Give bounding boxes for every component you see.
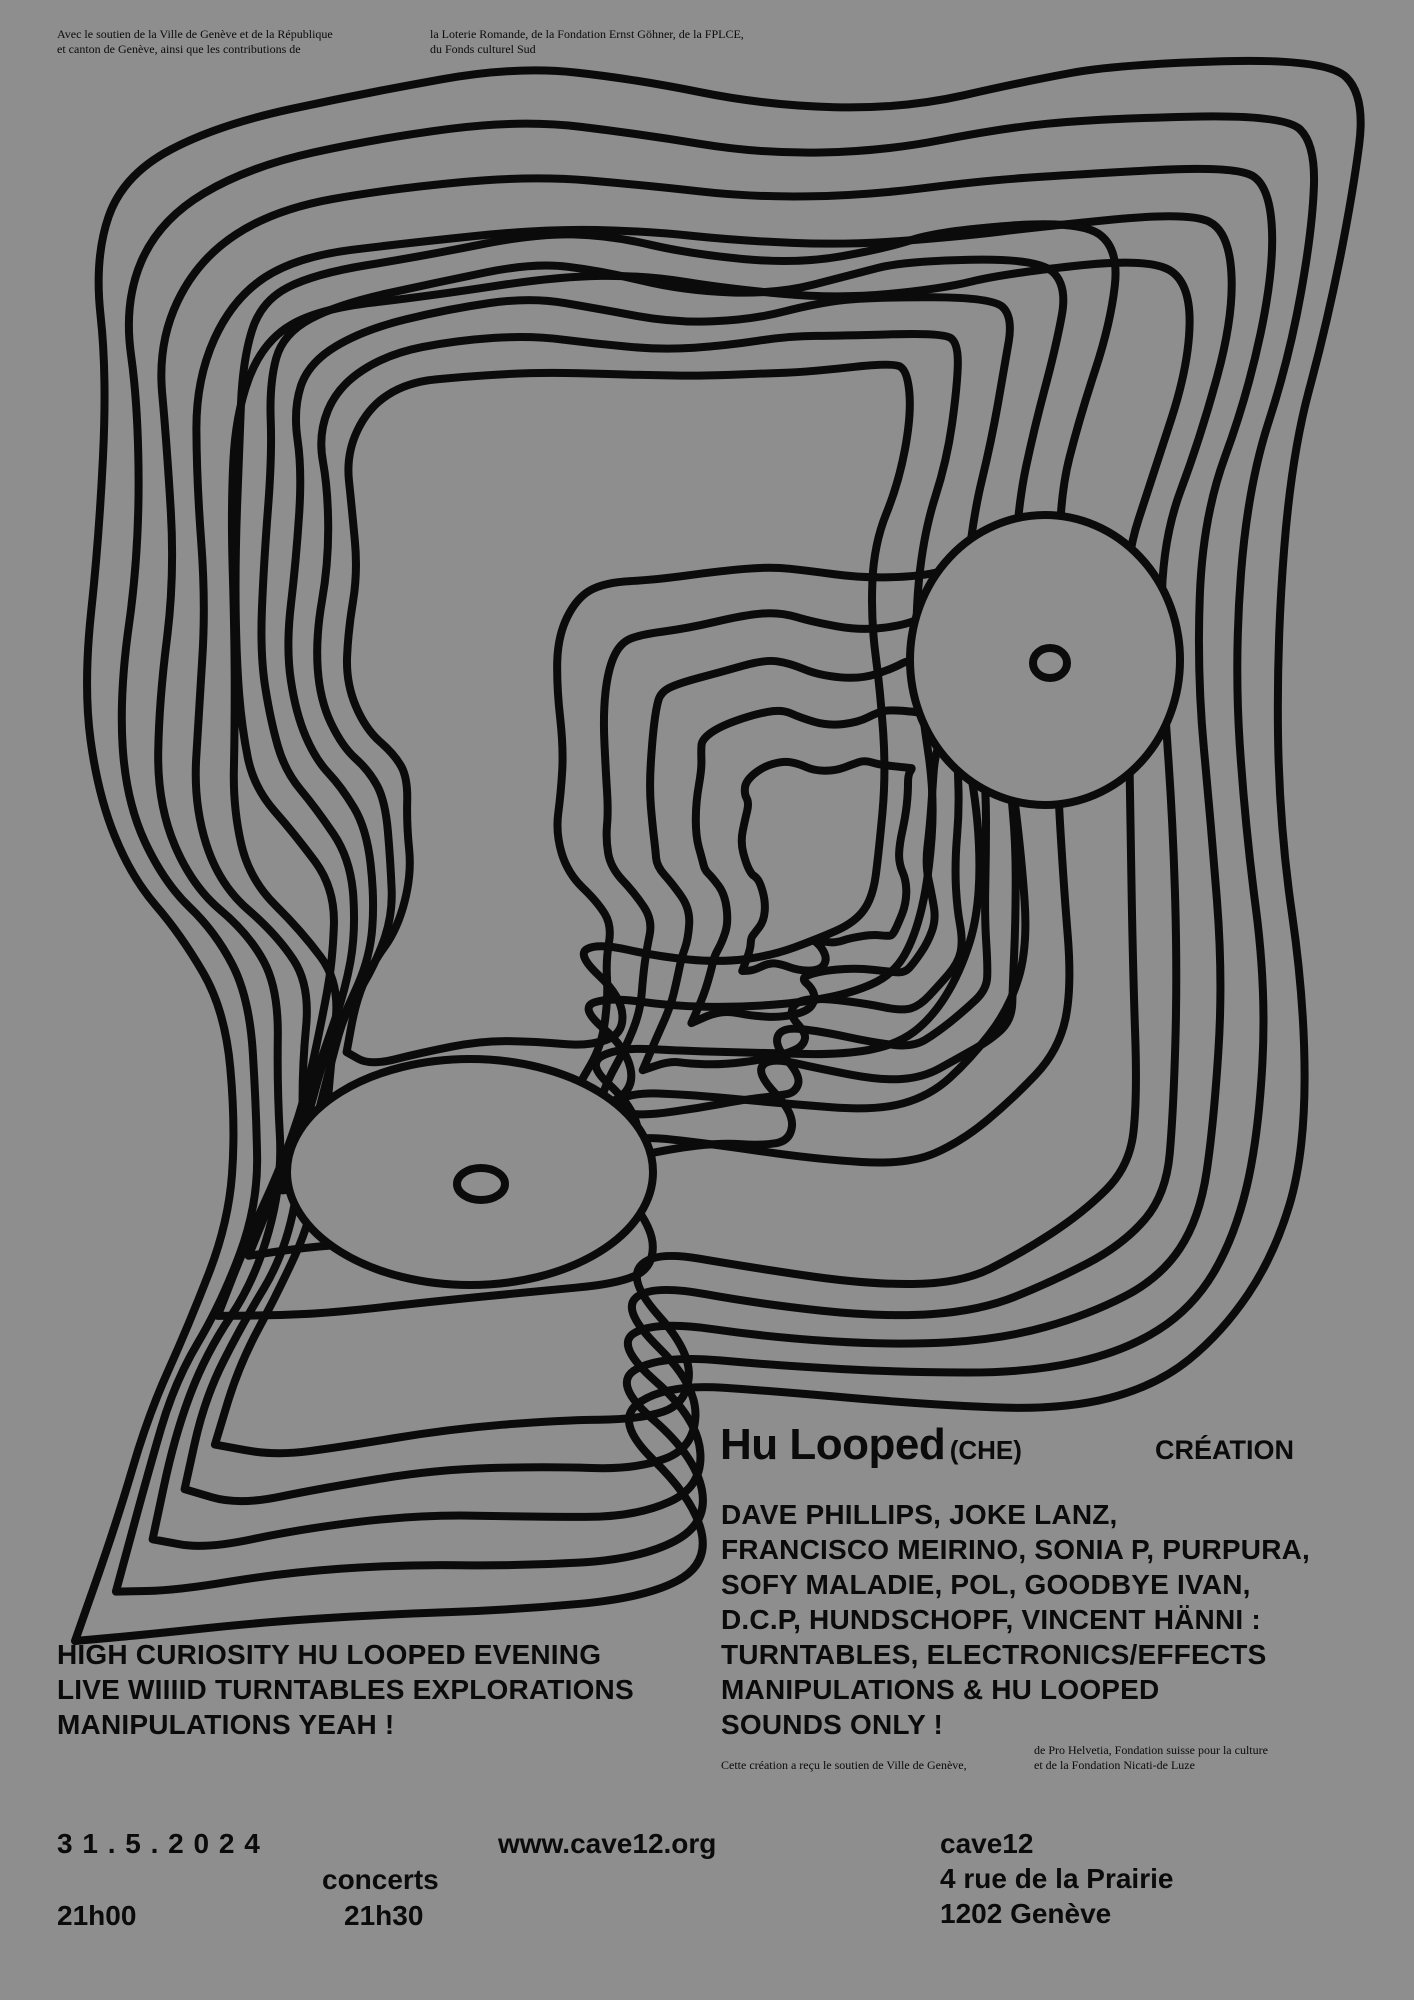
event-country: (CHE) — [949, 1435, 1022, 1465]
event-title-row: Hu Looped (CHE) — [720, 1420, 1022, 1470]
lineup-line: DAVE PHILLIPS, JOKE LANZ, — [721, 1499, 1118, 1530]
lineup-line: SOFY MALADIE, POL, GOODBYE IVAN, — [721, 1569, 1251, 1600]
lineup-line: MANIPULATIONS & HU LOOPED — [721, 1674, 1160, 1705]
venue-name: cave12 — [940, 1828, 1034, 1859]
contour-line — [342, 360, 914, 1067]
event-title: Hu Looped — [720, 1420, 946, 1469]
contour-line — [737, 757, 916, 975]
contour-line — [312, 329, 962, 1128]
event-tag: CRÉATION — [1155, 1435, 1294, 1465]
contour-line — [111, 112, 1319, 1596]
concerts-time: 21h30 — [344, 1900, 424, 1931]
venue-street: 4 rue de la Prairie — [940, 1863, 1174, 1894]
event-date: 3 1 . 5 . 2 0 2 4 — [57, 1828, 261, 1859]
lineup: DAVE PHILLIPS, JOKE LANZ, FRANCISCO MEIR… — [721, 1497, 1310, 1742]
lineup-line: FRANCISCO MEIRINO, SONIA P, PURPURA, — [721, 1534, 1311, 1565]
website-link[interactable]: www.cave12.org — [498, 1828, 717, 1859]
credits-top-right: la Loterie Romande, de la Fondation Erns… — [430, 27, 744, 56]
venue-address: cave12 4 rue de la Prairie 1202 Genève — [940, 1826, 1173, 1931]
tagline-line: HIGH CURIOSITY HU LOOPED EVENING — [57, 1639, 602, 1670]
credits-bottom-left: Cette création a reçu le soutien de Vill… — [721, 1758, 967, 1772]
contour-line — [180, 212, 1236, 1506]
record-right-spindle — [1029, 644, 1071, 682]
concerts-label: concerts — [322, 1864, 439, 1895]
lineup-line: SOUNDS ONLY ! — [721, 1709, 943, 1740]
contour-line — [71, 56, 1365, 1645]
contour-line — [687, 706, 950, 1028]
tagline: HIGH CURIOSITY HU LOOPED EVENING LIVE WI… — [57, 1637, 634, 1742]
contour-line — [210, 258, 1194, 1458]
credits-bottom-right: de Pro Helvetia, Fondation suisse pour l… — [1034, 1743, 1268, 1772]
doors-time: 21h00 — [57, 1900, 137, 1931]
contour-line — [148, 164, 1277, 1550]
tagline-line: MANIPULATIONS YEAH ! — [57, 1709, 395, 1740]
credits-top-left: Avec le soutien de la Ville de Genève et… — [57, 27, 333, 56]
tagline-line: LIVE WIIIID TURNTABLES EXPLORATIONS — [57, 1674, 634, 1705]
record-left-spindle — [453, 1164, 509, 1204]
lineup-line: TURNTABLES, ELECTRONICS/EFFECTS — [721, 1639, 1267, 1670]
lineup-line: D.C.P, HUNDSCHOPF, VINCENT HÄNNI : — [721, 1604, 1261, 1635]
venue-city: 1202 Genève — [940, 1898, 1112, 1929]
contour-line — [278, 293, 1014, 1195]
